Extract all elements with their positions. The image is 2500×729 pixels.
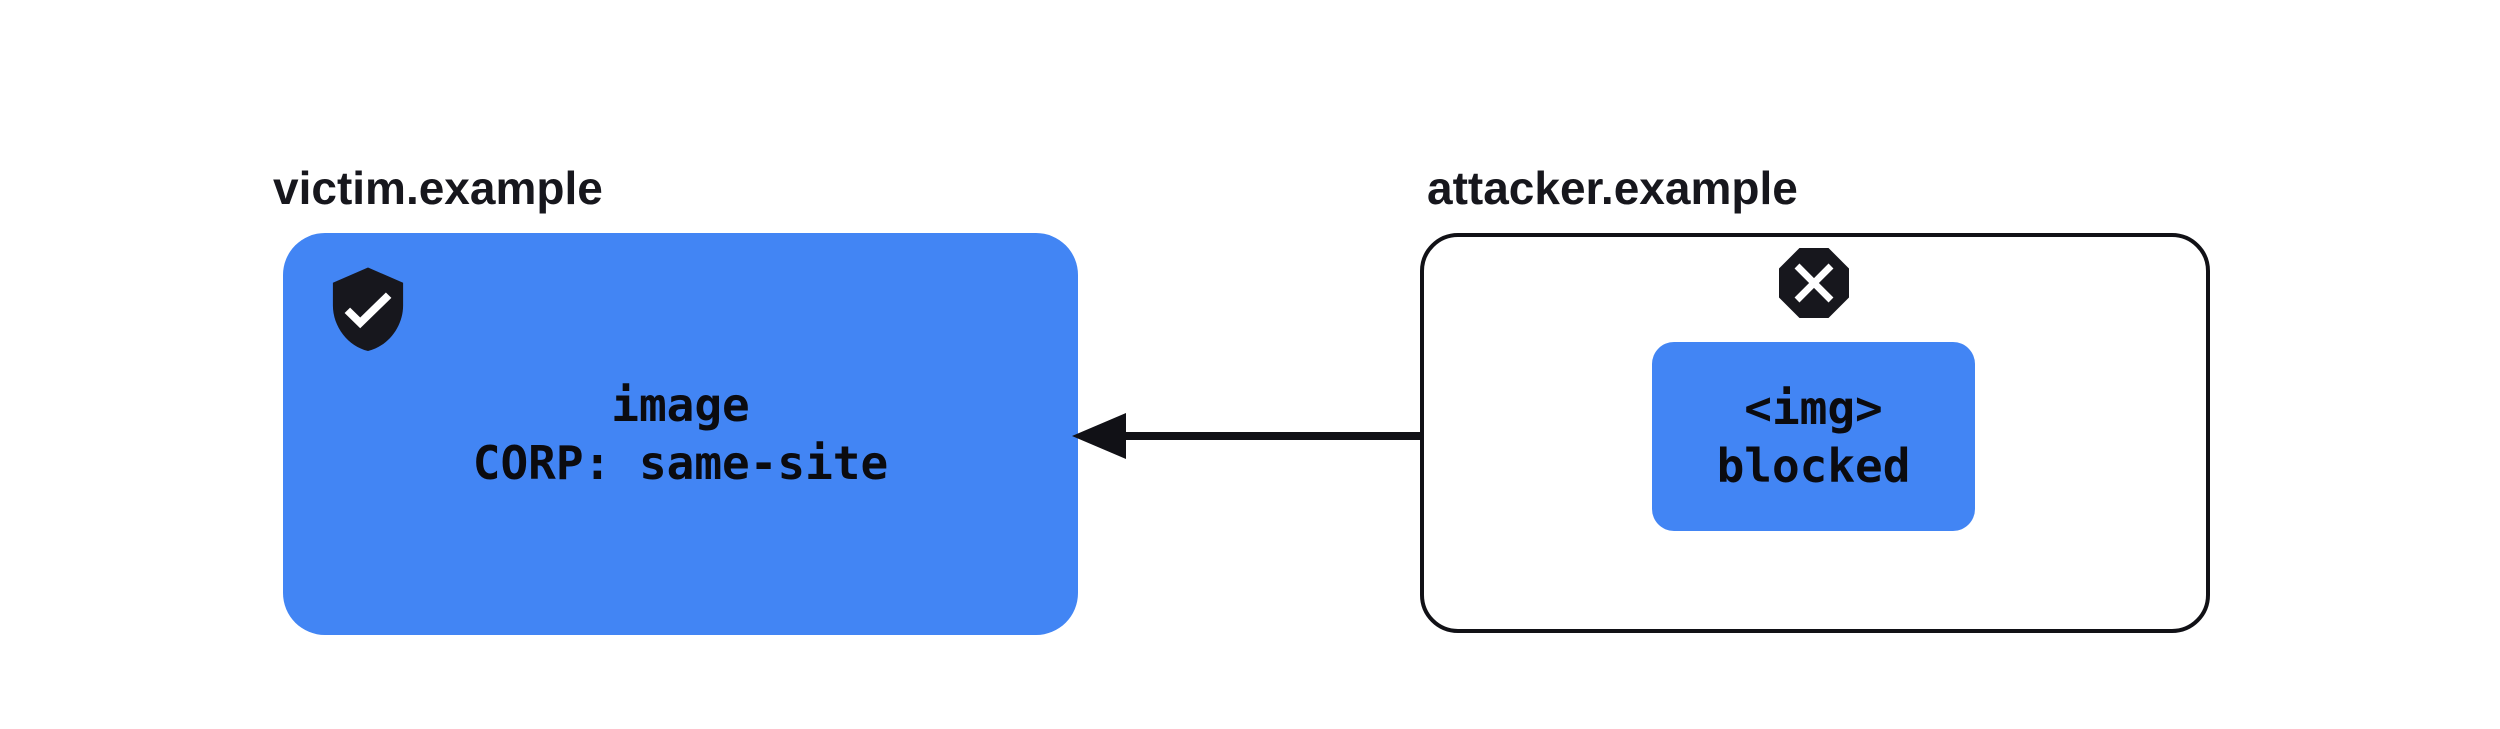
blocked-octagon-icon [1779, 248, 1849, 318]
shield-check-icon [332, 267, 404, 351]
victim-domain-label: victim.example [273, 162, 603, 214]
victim-resource-box: image CORP: same-site [283, 233, 1078, 635]
attacker-img-line-2: blocked [1716, 438, 1911, 493]
attacker-img-text: <img> blocked [1652, 342, 1975, 531]
victim-resource-text: image CORP: same-site [283, 233, 1078, 635]
attacker-page-box: <img> blocked [1420, 233, 2210, 633]
attacker-img-box: <img> blocked [1652, 342, 1975, 531]
attacker-img-line-1: <img> [1744, 380, 1883, 435]
victim-resource-line-1: image [611, 378, 750, 432]
victim-resource-line-2: CORP: same-site [472, 436, 889, 490]
attacker-domain-label: attacker.example [1427, 162, 1798, 214]
